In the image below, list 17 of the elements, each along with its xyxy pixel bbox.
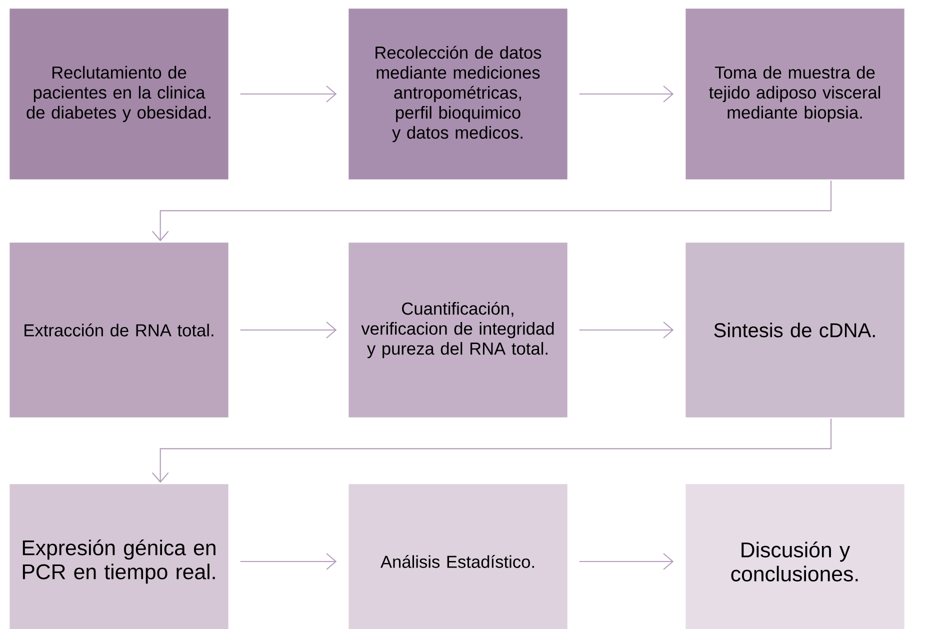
process-box: Sintesis de cDNA. [684,241,906,419]
process-box: Cuantificación, verificacion de integridad y pureza del RNA total. [347,241,569,419]
arrow [240,322,337,338]
arrow [579,553,674,570]
arrow [240,86,337,102]
arrow [579,86,674,102]
arrow [579,322,674,338]
process-box: Extracción de RNA total. [8,241,230,419]
process-box: Toma de muestra de tejido adiposo visceral mediante biopsia. [684,7,906,181]
process-box: Expresión génica en PCR en tiempo real. [8,482,230,629]
arrow [152,180,832,242]
process-box: Discusión y conclusiones. [684,482,906,629]
arrow [240,553,337,570]
process-box: Reclutamiento de pacientes en la clinica de diabetes y obesidad. [8,7,230,181]
arrow [152,418,832,483]
process-box: Análisis Estadístico. [347,482,569,629]
process-box: Recolección de datos mediante mediciones antropométricas, perfil bioquimico y datos medicos. [347,7,569,181]
